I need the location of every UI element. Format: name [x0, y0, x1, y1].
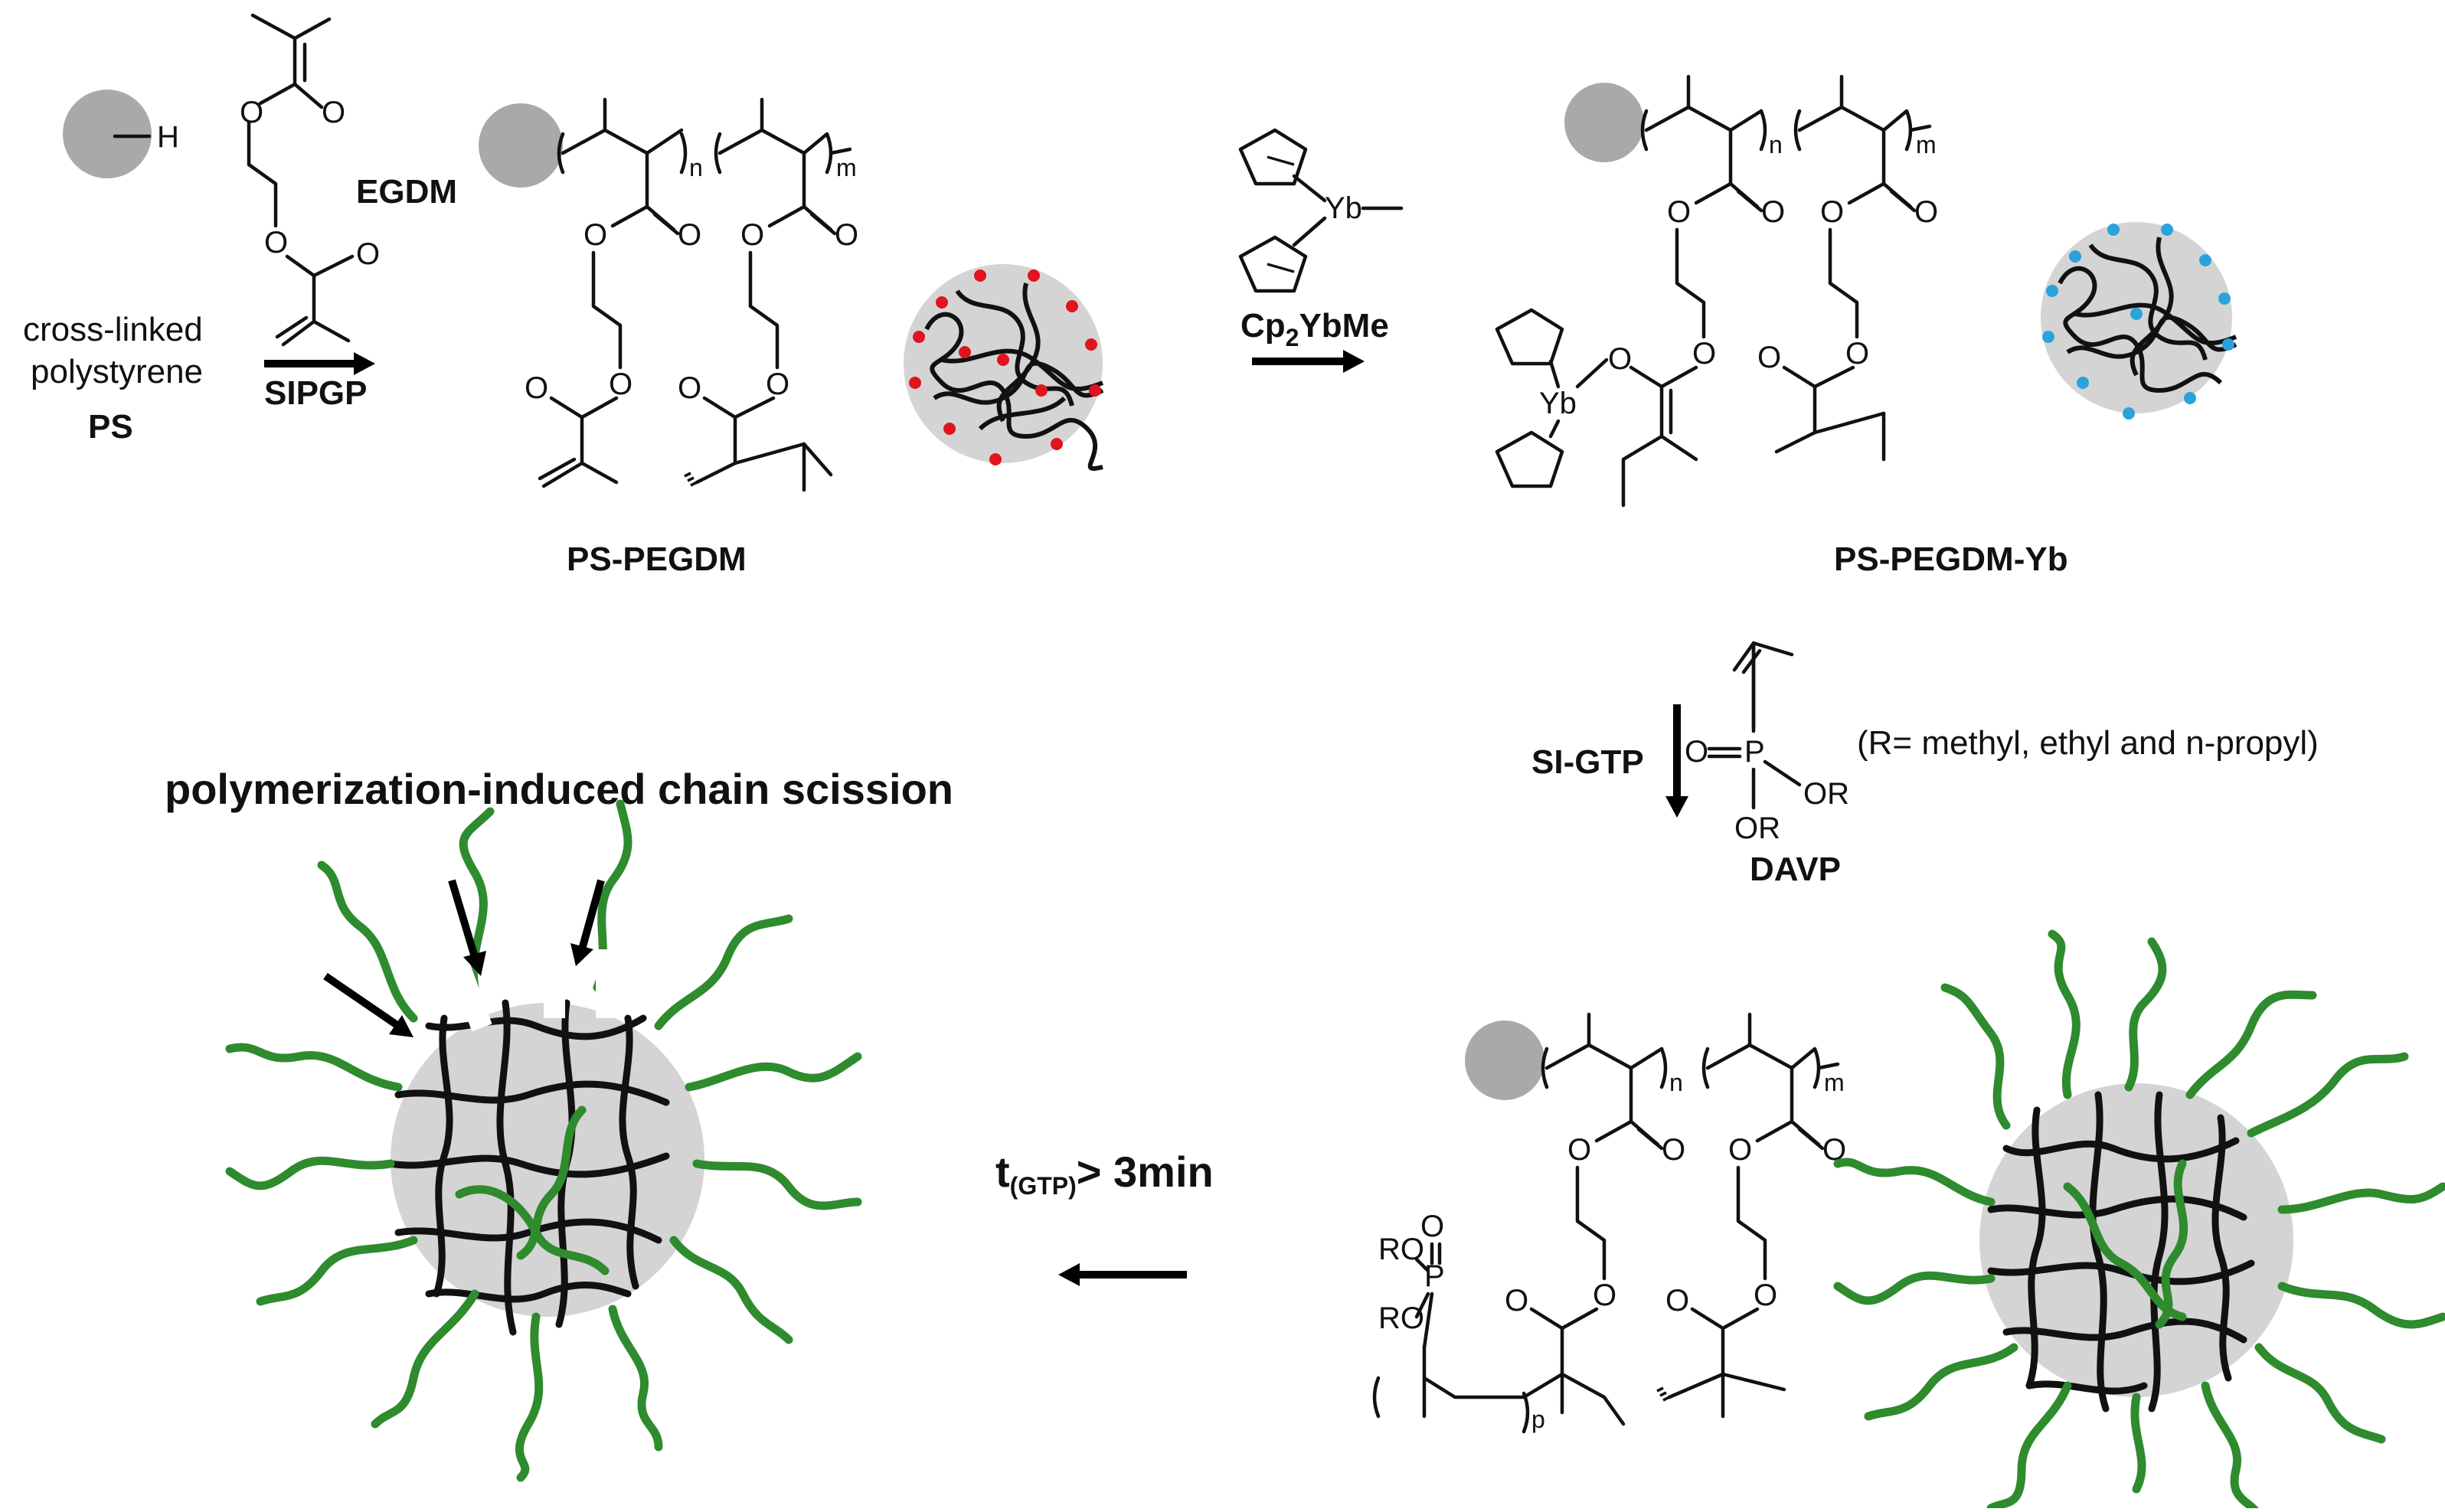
product-p: p: [1531, 1406, 1545, 1433]
product-n: n: [1669, 1069, 1683, 1096]
product-m: m: [1824, 1069, 1845, 1096]
pegdm-o-h: O: [678, 371, 701, 405]
ps-label: PS: [88, 408, 133, 446]
pegdmyb-o-a: O: [1761, 195, 1785, 229]
pegdm-o-d: O: [525, 371, 548, 405]
ps-pegdm-yb-structure: n m O O O O Yb O O O O: [1495, 74, 1938, 508]
sigtp-arrowhead: [1665, 796, 1688, 818]
particle-scission: [225, 799, 862, 1482]
yb-arrowhead: [1343, 350, 1365, 373]
egdm-o2: O: [240, 96, 263, 129]
pegdmyb-m: m: [1916, 131, 1937, 158]
pegdmyb-o-b: O: [1667, 195, 1691, 229]
davp-o: O: [1685, 735, 1708, 769]
pegdmyb-o-c: O: [1692, 337, 1716, 371]
pegdm-o-a: O: [678, 218, 701, 252]
product-p-o: O: [1420, 1210, 1444, 1243]
pegdm-m: m: [836, 154, 857, 181]
ps-h-label: H: [157, 120, 179, 154]
sigtp-label: SI-GTP: [1531, 743, 1644, 781]
davp-or2: OR: [1734, 812, 1780, 845]
ps-pegdm-structure: n m O O O O O O O O: [479, 97, 858, 492]
scission-title: polymerization-induced chain scission: [165, 765, 953, 813]
pegdmyb-o-g: O: [1845, 337, 1869, 371]
r-definition: (R= methyl, ethyl and n-propyl): [1857, 724, 2319, 762]
cp2ybme-structure: Yb: [1238, 128, 1404, 293]
davp-p: P: [1744, 735, 1765, 769]
scission-arrows: [323, 879, 605, 1037]
pegdm-o-b: O: [583, 218, 607, 252]
pegdmyb-o-d: O: [1608, 342, 1632, 376]
cp2ybme-label: Cp2YbMe: [1240, 307, 1389, 351]
product-o-d: O: [1505, 1284, 1528, 1318]
crosslinked-label-1: cross-linked: [23, 311, 203, 348]
pegdmyb-o-e: O: [1914, 195, 1938, 229]
particle-green-brush: [1833, 929, 2445, 1512]
sipgp-arrowhead: [354, 352, 375, 375]
pegdm-o-f: O: [740, 218, 764, 252]
davp-or1: OR: [1803, 777, 1849, 811]
particle-red-ends: [904, 264, 1104, 471]
egdm-o1: O: [322, 96, 345, 129]
pegdmyb-yb: Yb: [1539, 387, 1577, 420]
ps-bead-start: H: [63, 90, 179, 178]
davp-label: DAVP: [1750, 851, 1841, 888]
time-arrowhead: [1058, 1263, 1080, 1286]
product-o-g: O: [1754, 1279, 1777, 1312]
sipgp-label: SIPGP: [264, 374, 368, 412]
pegdmyb-n: n: [1769, 131, 1783, 158]
pegdm-o-e: O: [835, 218, 858, 252]
product-o-h: O: [1665, 1284, 1689, 1318]
pegdm-o-c: O: [609, 367, 632, 401]
pegdmyb-o-f: O: [1820, 195, 1844, 229]
pegdm-o-g: O: [766, 367, 789, 401]
product-p-atom: P: [1424, 1259, 1445, 1293]
product-o-b: O: [1567, 1133, 1591, 1167]
particle-blue-ends: [2041, 222, 2237, 420]
egdm-label: EGDM: [356, 173, 457, 211]
pegdmyb-o-h: O: [1757, 341, 1781, 374]
egdm-o4: O: [356, 237, 380, 271]
ps-pegdm-yb-label: PS-PEGDM-Yb: [1834, 540, 2068, 578]
pegdm-n: n: [689, 154, 703, 181]
time-label: t(GTP)> 3min: [995, 1148, 1214, 1200]
product-o-a: O: [1662, 1133, 1685, 1167]
crosslinked-label-2: polystyrene: [31, 353, 203, 390]
egdm-structure: O O O O EGDM: [240, 13, 457, 347]
product-o-f: O: [1728, 1133, 1752, 1167]
product-structure: n m O O O O p P O RO RO O O O O: [1372, 1012, 1846, 1434]
davp-structure: P O OR OR: [1685, 641, 1849, 845]
product-o-c: O: [1593, 1279, 1616, 1312]
ps-pegdm-label: PS-PEGDM: [567, 540, 747, 578]
egdm-o3: O: [264, 226, 288, 260]
cp2ybme-yb: Yb: [1325, 191, 1362, 225]
